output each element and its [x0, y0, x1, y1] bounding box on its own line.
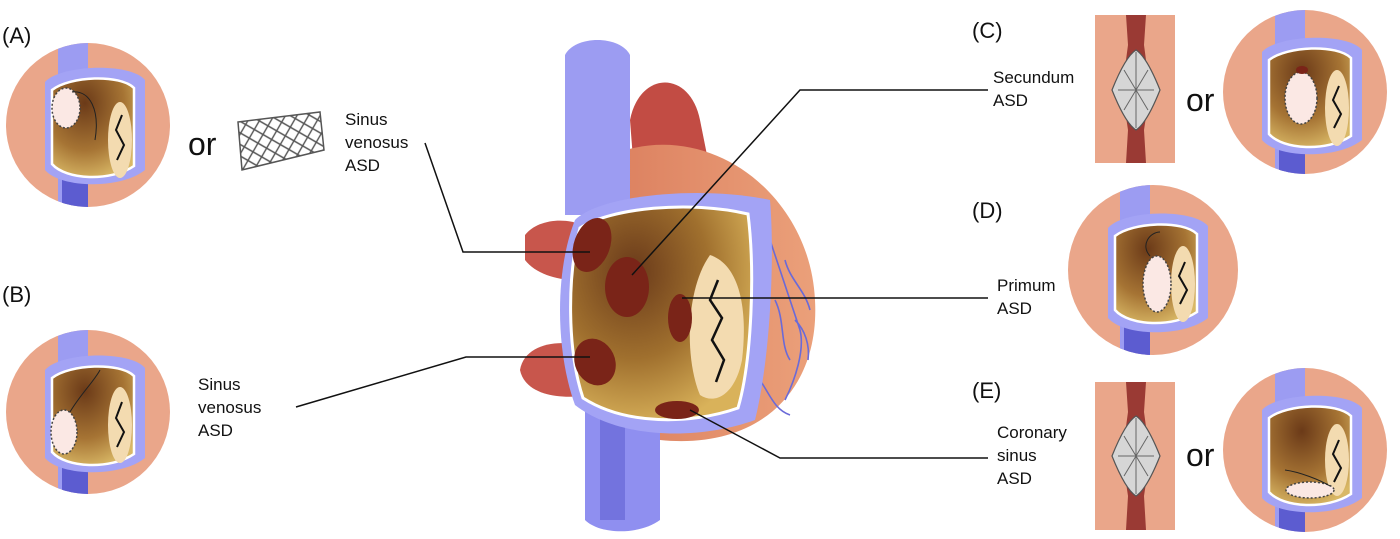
leader-coronary-sinus — [689, 409, 988, 459]
sinus-venosus-upper-defect — [572, 217, 612, 273]
coronary-sinus-defect — [655, 401, 699, 419]
patch — [1284, 71, 1318, 125]
leader-lines — [295, 89, 988, 459]
leader-secundum — [631, 89, 988, 276]
panel-label-b: (B) — [2, 282, 31, 307]
primum-defect — [668, 294, 692, 342]
label-sinus-venosus-upper: Sinus venosus ASD — [345, 110, 413, 175]
central-heart — [520, 40, 816, 532]
label-coronary-sinus: Coronary sinus ASD — [997, 423, 1072, 488]
or-text-a: or — [188, 126, 217, 162]
secundum-defect — [605, 257, 649, 317]
patch — [1285, 481, 1335, 499]
or-text-c: or — [1186, 82, 1215, 118]
label-secundum: Secundum ASD — [993, 68, 1079, 110]
or-text-e: or — [1186, 437, 1215, 473]
coronary-vessels — [759, 239, 811, 416]
panel-e-repair — [1095, 368, 1387, 532]
stent-graft — [237, 111, 325, 171]
panel-label-c: (C) — [972, 18, 1003, 43]
panel-b-repair — [6, 330, 170, 494]
label-sinus-venosus-lower: Sinus venosus ASD — [198, 375, 266, 440]
panel-label-d: (D) — [972, 198, 1003, 223]
patch — [50, 409, 78, 455]
panel-label-a: (A) — [2, 23, 31, 48]
panel-c-repair — [1095, 10, 1387, 174]
panel-a-repair — [6, 43, 170, 207]
patch — [51, 87, 81, 129]
leader-sinus-venosus-upper — [424, 142, 590, 253]
patch — [1142, 255, 1172, 313]
superior-vena-cava — [565, 40, 630, 215]
sinus-venosus-lower-defect — [574, 338, 616, 386]
panel-d-repair — [1068, 185, 1238, 355]
label-primum: Primum ASD — [997, 276, 1060, 318]
leader-sinus-venosus-lower — [295, 356, 590, 408]
panel-label-e: (E) — [972, 378, 1001, 403]
